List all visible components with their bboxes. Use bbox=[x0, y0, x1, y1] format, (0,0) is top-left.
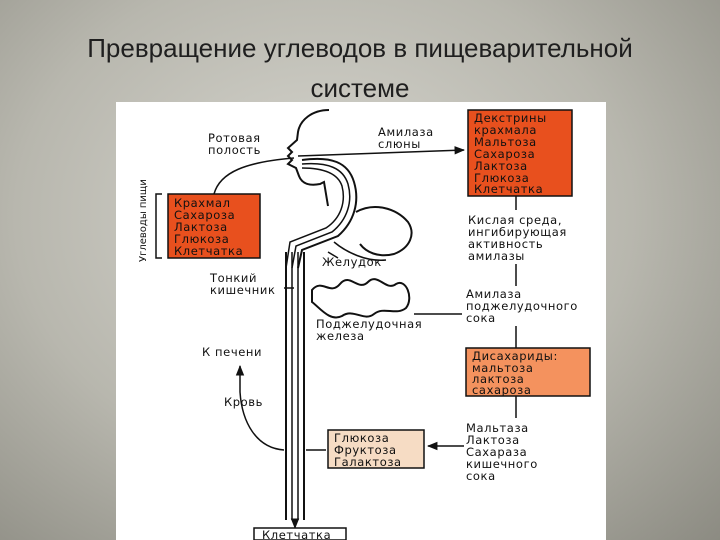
esophagus bbox=[297, 157, 358, 269]
dextrins-item: Мальтоза bbox=[474, 135, 537, 149]
dextrins-item: Декстрины bbox=[474, 111, 547, 125]
oral-cavity-label: Ротовая bbox=[208, 131, 261, 145]
disaccharides-item: лактоза bbox=[472, 372, 524, 386]
dextrins-item: крахмала bbox=[474, 123, 537, 137]
pancreas-shape bbox=[311, 278, 411, 319]
pancreatic-amylase-label: поджелудочного bbox=[466, 299, 578, 313]
acid-env-label: Кислая среда, bbox=[468, 213, 562, 227]
dextrins-item: Клетчатка bbox=[474, 182, 543, 196]
acid-env-label: активность bbox=[468, 237, 543, 251]
dextrins-item: Глюкоза bbox=[474, 171, 529, 185]
monosaccharides-item: Фруктоза bbox=[334, 443, 397, 457]
intestinal-enzyme-label: Мальтаза bbox=[466, 421, 529, 435]
fiber-label: Клетчатка bbox=[262, 528, 331, 540]
dextrins-box: Декстрины крахмала Мальтоза Сахароза Лак… bbox=[467, 109, 573, 197]
dietary-item: Лактоза bbox=[174, 220, 228, 234]
disaccharides-item: Дисахариды: bbox=[472, 349, 558, 363]
dietary-carbs-box: Крахмал Сахароза Лактоза Глюкоза Клетчат… bbox=[167, 193, 261, 259]
dextrins-item: Лактоза bbox=[474, 159, 528, 173]
title-line-2: системе bbox=[310, 73, 410, 103]
monosaccharides-item: Галактоза bbox=[334, 455, 402, 469]
intestinal-enzyme-label: сока bbox=[466, 469, 496, 483]
saliva-amylase-label: Амилаза bbox=[378, 125, 434, 139]
dietary-side-label: Углеводы пищи bbox=[138, 179, 149, 262]
monosaccharides-box: Глюкоза Фруктоза Галактоза bbox=[327, 429, 425, 469]
dietary-item: Глюкоза bbox=[174, 232, 229, 246]
small-intestine-label: Тонкий bbox=[209, 271, 257, 285]
diagram-figure: Крахмал Сахароза Лактоза Глюкоза Клетчат… bbox=[116, 102, 606, 540]
dietary-item: Крахмал bbox=[174, 196, 231, 210]
oral-cavity-label: полость bbox=[208, 143, 261, 157]
intestinal-enzyme-label: Лактоза bbox=[466, 433, 520, 447]
disaccharides-box: Дисахариды: мальтоза лактоза сахароза bbox=[465, 347, 591, 397]
monosaccharides-item: Глюкоза bbox=[334, 431, 389, 445]
pancreatic-amylase-label: сока bbox=[466, 311, 496, 325]
dietary-item: Сахароза bbox=[174, 208, 235, 222]
stomach-label: Желудок bbox=[322, 255, 382, 269]
pancreas-label: железа bbox=[316, 329, 365, 343]
acid-env-label: амилазы bbox=[468, 249, 525, 263]
head-profile bbox=[286, 109, 330, 207]
disaccharides-item: сахароза bbox=[472, 383, 532, 397]
dietary-item: Клетчатка bbox=[174, 244, 243, 258]
intestinal-enzyme-label: кишечного bbox=[466, 457, 538, 471]
acid-env-label: ингибирующая bbox=[468, 225, 567, 239]
blood-label: Кровь bbox=[224, 395, 263, 409]
fiber-box: Клетчатка bbox=[253, 527, 347, 540]
to-liver-label: К печени bbox=[202, 345, 262, 359]
blood-path bbox=[235, 364, 285, 451]
saliva-amylase-label: слюны bbox=[378, 137, 421, 151]
pancreas-label: Поджелудочная bbox=[316, 317, 422, 331]
stomach-shape bbox=[355, 206, 413, 257]
title-line-1: Превращение углеводов в пищеварительной bbox=[87, 33, 633, 63]
food-path bbox=[213, 157, 295, 195]
pancreatic-amylase-label: Амилаза bbox=[466, 287, 522, 301]
dextrins-item: Сахароза bbox=[474, 147, 535, 161]
small-intestine-label: кишечник bbox=[210, 283, 276, 297]
slide-title: Превращение углеводов в пищеварительной … bbox=[40, 28, 680, 108]
disaccharides-item: мальтоза bbox=[472, 361, 534, 375]
intestinal-enzyme-label: Сахараза bbox=[466, 445, 527, 459]
digestion-diagram: Крахмал Сахароза Лактоза Глюкоза Клетчат… bbox=[138, 109, 591, 540]
